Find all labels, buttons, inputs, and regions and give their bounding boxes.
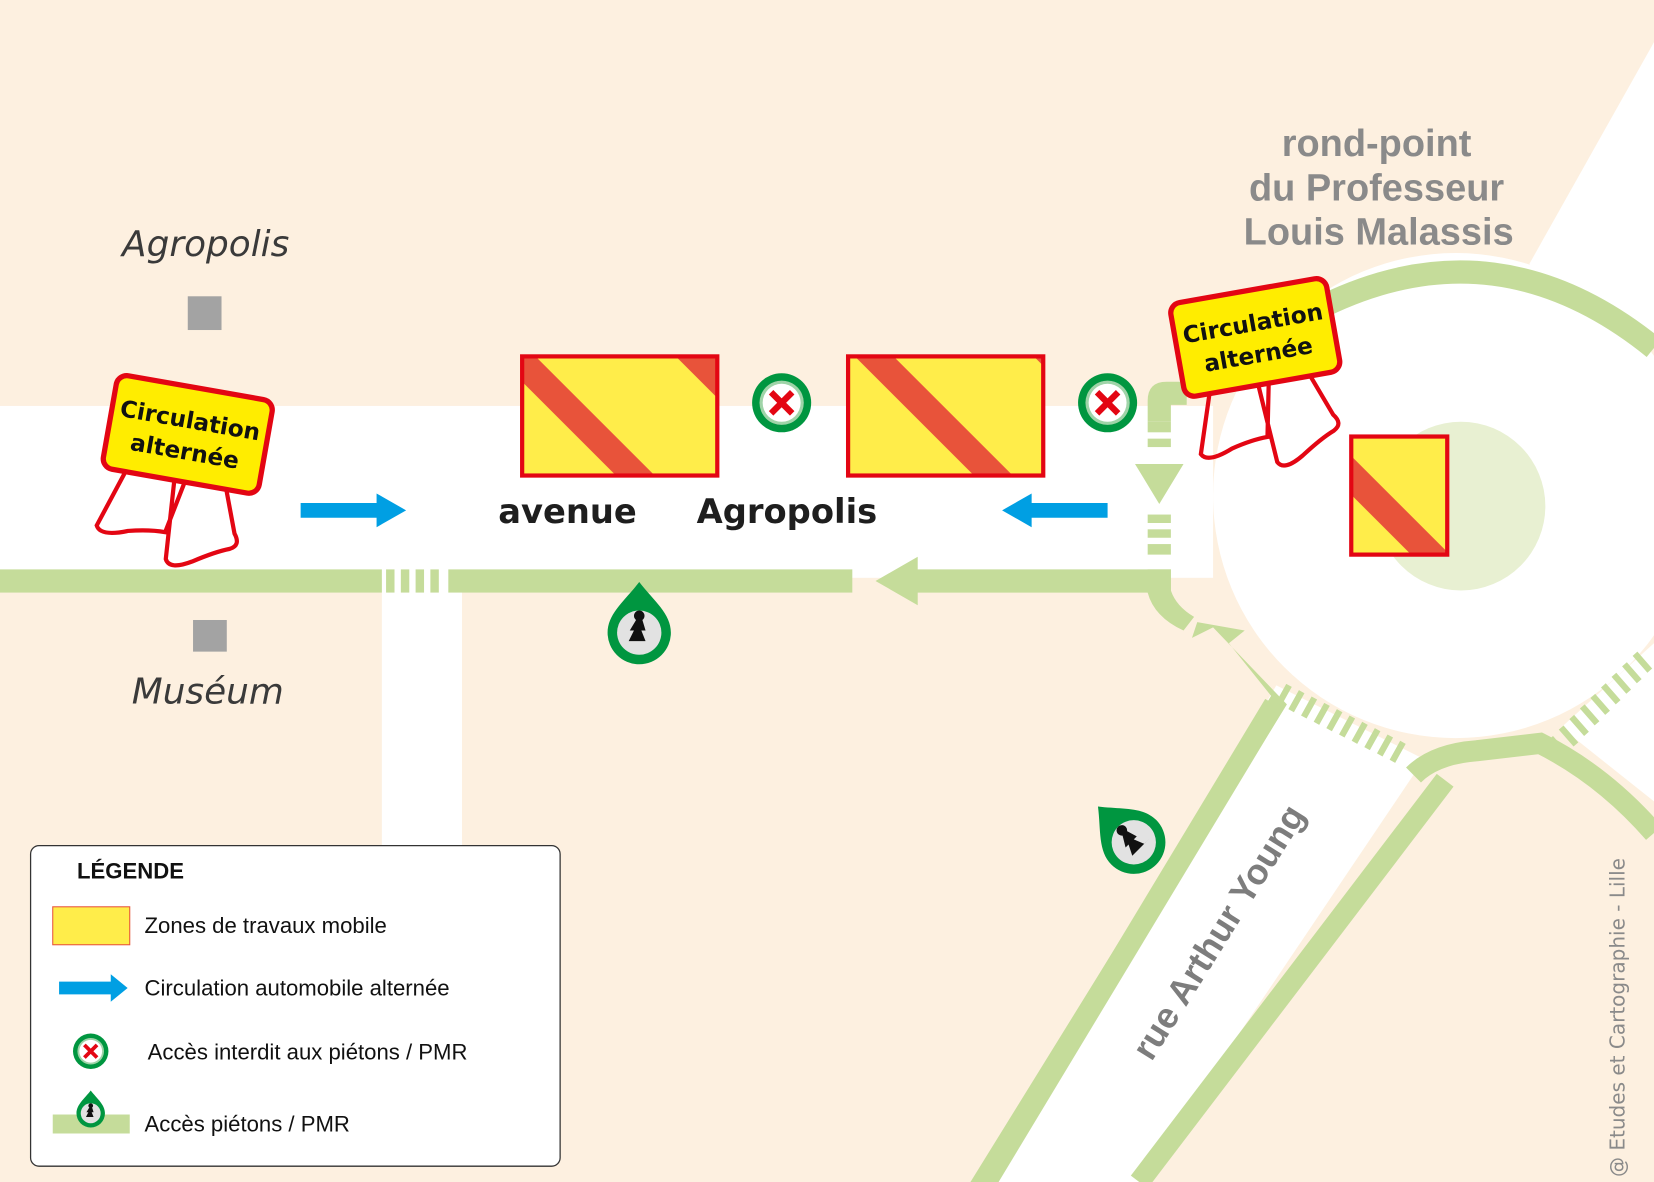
legend: LÉGENDE Zones de travaux mobile Circulat… bbox=[29, 845, 561, 1167]
pedestrian-paths bbox=[0, 260, 1654, 1182]
alternating-traffic-sign: Circulation alternée bbox=[87, 374, 274, 578]
work-zone-3 bbox=[1349, 434, 1450, 557]
path-arrow-down bbox=[1135, 463, 1184, 505]
label-roundabout: Louis Malassis bbox=[1244, 212, 1514, 254]
label-agropolis: Agropolis bbox=[120, 224, 289, 265]
legend-label: Accès interdit aux piétons / PMR bbox=[148, 1040, 468, 1065]
crosswalk-avenue bbox=[386, 569, 439, 593]
blue-arrow-icon bbox=[59, 974, 128, 1002]
legend-label: Circulation automobile alternée bbox=[145, 975, 450, 1000]
map-credit: @ Etudes et Cartographie - Lille bbox=[1605, 858, 1629, 1177]
no-access-icon bbox=[752, 373, 811, 432]
building-agropolis-marker bbox=[187, 296, 222, 331]
blue-arrow-right-icon bbox=[300, 493, 407, 528]
work-zone-icon bbox=[52, 906, 131, 946]
blue-arrow-left-icon bbox=[1002, 493, 1108, 528]
legend-title: LÉGENDE bbox=[77, 858, 184, 883]
crosswalk-rue-arthur-young bbox=[1275, 651, 1653, 763]
label-roundabout: rond-point bbox=[1282, 123, 1472, 165]
legend-label: Accès piétons / PMR bbox=[145, 1111, 350, 1136]
building-museum-marker bbox=[193, 619, 227, 652]
legend-label: Zones de travaux mobile bbox=[145, 913, 387, 938]
no-access-icon bbox=[71, 1031, 111, 1071]
label-avenue: avenue bbox=[498, 492, 637, 531]
label-museum: Muséum bbox=[132, 671, 284, 712]
label-avenue-agropolis: Agropolis bbox=[697, 492, 878, 531]
label-roundabout: du Professeur bbox=[1249, 167, 1504, 209]
path-arrow-left bbox=[875, 556, 1171, 606]
alternating-traffic-sign: Circulation alternée bbox=[1169, 277, 1356, 481]
work-zone-2 bbox=[845, 354, 1046, 478]
work-zone-1 bbox=[520, 354, 720, 478]
no-access-icon bbox=[1078, 373, 1137, 432]
